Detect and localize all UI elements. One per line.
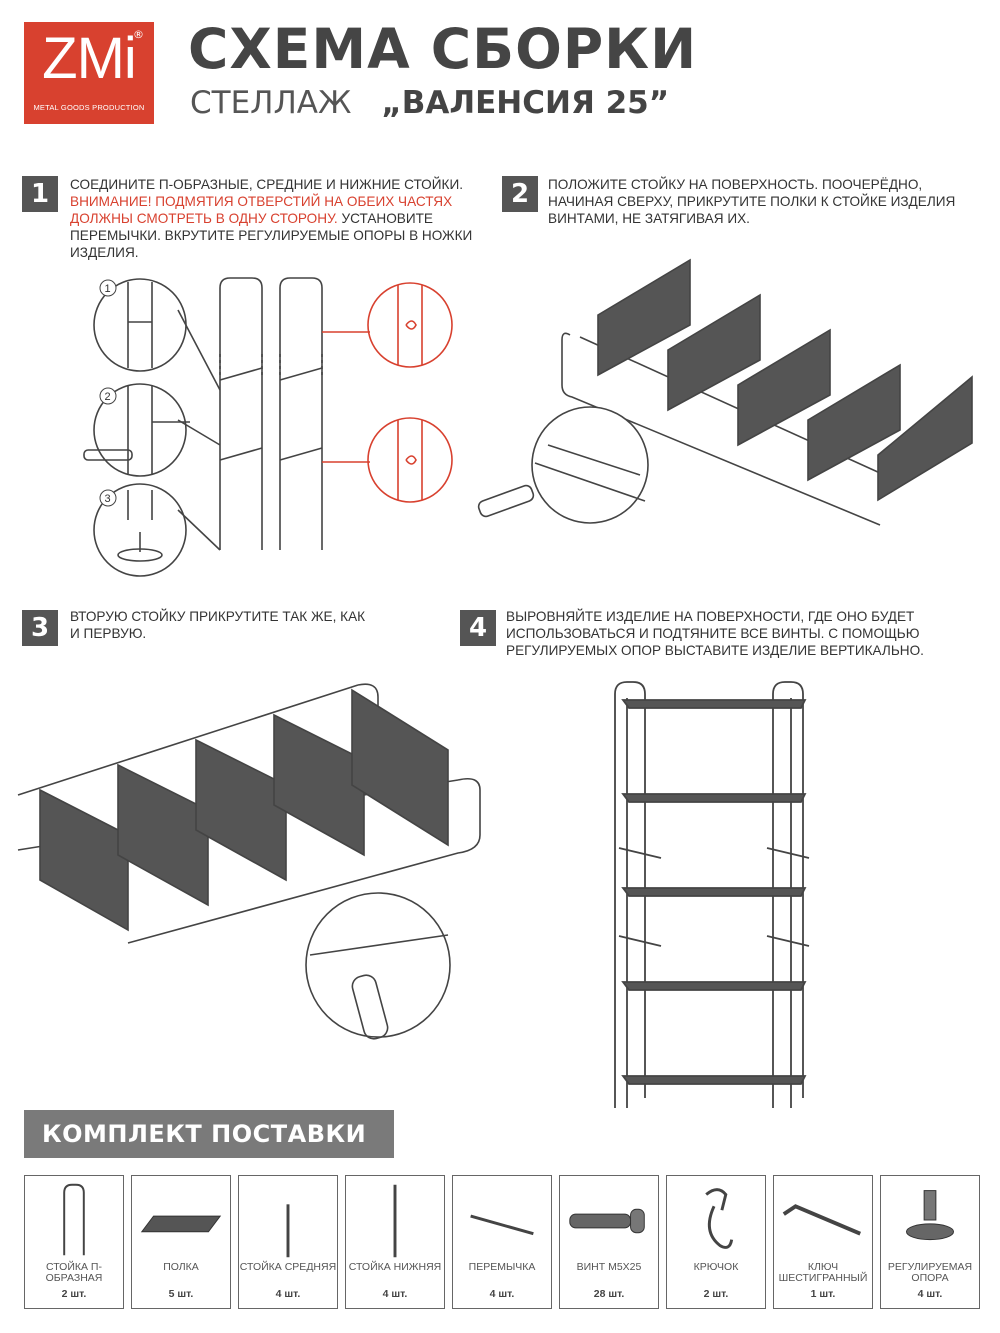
step-1-text: Соедините П-образные, средние и нижние с…: [70, 176, 490, 261]
step-2-number: 2: [502, 176, 538, 212]
logo-brand: ZMi: [42, 26, 137, 91]
shelf-icon: [140, 1215, 222, 1233]
kit-item-name: Стойка средняя: [239, 1261, 337, 1273]
page-title: СХЕМА СБОРКИ: [188, 17, 698, 81]
kit-item-qty: 4 шт.: [382, 1288, 408, 1300]
logo-tagline: METAL GOODS PRODUCTION: [33, 103, 145, 112]
kit-list: Стойка П-образная 2 шт. Полка 5 шт. Стой…: [24, 1175, 980, 1309]
kit-item-name: Стойка нижняя: [348, 1261, 442, 1273]
detail-circle-3: [93, 483, 187, 577]
kit-item-name: Стойка П-образная: [45, 1261, 103, 1284]
step-2-illustration: [477, 258, 973, 526]
kit-item-u-post: Стойка П-образная 2 шт.: [24, 1175, 124, 1309]
kit-item-shelf: Полка 5 шт.: [131, 1175, 231, 1309]
step-3-text: Вторую стойку прикрутите так же, как и п…: [70, 609, 366, 641]
brand-logo: ZMi ® METAL GOODS PRODUCTION: [24, 22, 154, 124]
kit-item-name: Винт М5х25: [576, 1261, 642, 1273]
u-post-icon: [63, 1183, 85, 1256]
kit-title: КОМПЛЕКТ ПОСТАВКИ: [24, 1110, 394, 1158]
callout-1: 1: [105, 283, 111, 295]
page-subtitle: СТЕЛЛАЖ „ВАЛЕНСИЯ 25”: [190, 88, 669, 119]
kit-item-qty: 4 шт.: [917, 1288, 943, 1300]
kit-item-crossbar: Перемычка 4 шт.: [452, 1175, 552, 1309]
kit-item-qty: 5 шт.: [168, 1288, 194, 1300]
kit-item-hook: Крючок 2 шт.: [666, 1175, 766, 1309]
product-name: „ВАЛЕНСИЯ 25”: [381, 85, 670, 121]
screw-icon: [569, 1208, 645, 1234]
step-4-text: Выровняйте изделие на поверхности, где о…: [506, 609, 924, 658]
step-4-number: 4: [460, 610, 496, 646]
step-1-number: 1: [22, 176, 58, 212]
kit-item-name: Регулируемая опора: [887, 1261, 973, 1284]
kit-item-qty: 1 шт.: [810, 1288, 836, 1300]
kit-item-screw: Винт М5х25 28 шт.: [559, 1175, 659, 1309]
kit-item-name: Перемычка: [468, 1261, 536, 1273]
step-3-illustration: [17, 683, 481, 1040]
crossbar-icon: [470, 1214, 534, 1236]
step-4-illustration: [614, 681, 810, 1108]
step-2-text: Положите стойку на поверхность. Поочерёд…: [548, 177, 956, 226]
kit-item-qty: 4 шт.: [275, 1288, 301, 1300]
kit-item-name: Полка: [163, 1261, 199, 1273]
step-1-text-a: Соедините П-образные, средние и нижние с…: [70, 177, 463, 192]
product-type: СТЕЛЛАЖ: [190, 85, 352, 121]
logo-registered-mark: ®: [133, 28, 144, 41]
kit-item-middle-post: Стойка средняя 4 шт.: [238, 1175, 338, 1309]
kit-item-qty: 4 шт.: [489, 1288, 515, 1300]
detail-circle-2: [93, 383, 187, 477]
kit-item-qty: 2 шт.: [703, 1288, 729, 1300]
adjustable-foot-icon: [905, 1190, 955, 1241]
step-3-number: 3: [22, 610, 58, 646]
step-1-illustration: 1 2 3: [83, 277, 453, 577]
middle-post-icon: [286, 1204, 290, 1258]
step-1-warning: Внимание! Подмятия отверстий на обеих ча…: [70, 194, 453, 226]
kit-item-bottom-post: Стойка нижняя 4 шт.: [345, 1175, 445, 1309]
kit-item-name: Ключ шестигранный: [778, 1261, 868, 1284]
callout-2: 2: [105, 391, 111, 403]
callout-3: 3: [105, 493, 111, 505]
bottom-post-icon: [393, 1184, 397, 1258]
kit-item-qty: 2 шт.: [61, 1288, 87, 1300]
kit-item-adjustable-foot: Регулируемая опора 4 шт.: [880, 1175, 980, 1309]
step-1-text-b: Установите перемычки. Вкрутите регулируе…: [70, 211, 473, 260]
kit-item-name: Крючок: [693, 1261, 739, 1273]
hex-key-icon: [782, 1204, 862, 1236]
kit-item-hex-key: Ключ шестигранный 1 шт.: [773, 1175, 873, 1309]
kit-item-qty: 28 шт.: [593, 1288, 625, 1300]
hook-icon: [705, 1188, 734, 1249]
